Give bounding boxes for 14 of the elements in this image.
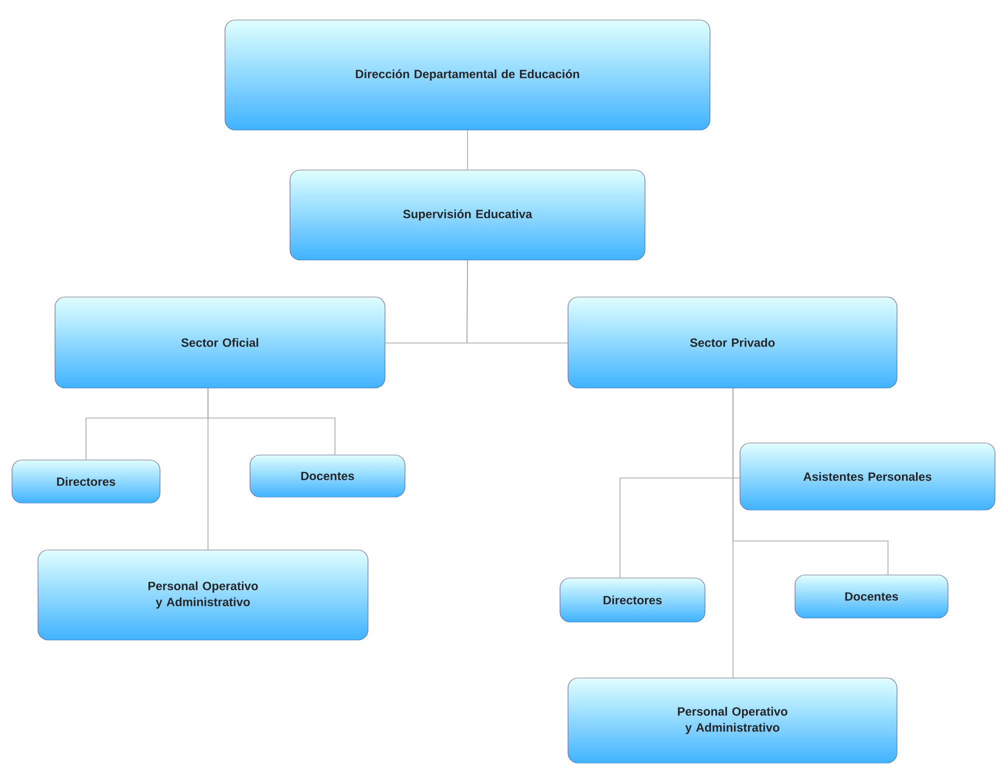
connector-line — [732, 388, 734, 678]
org-box: Directores — [12, 460, 160, 504]
connector-line — [467, 130, 468, 170]
org-box: Dirección Departamental de Educación — [224, 20, 710, 130]
org-box: Sector Oficial — [54, 296, 386, 388]
org-box: Sector Privado — [568, 296, 898, 388]
org-box: Supervisión Educativa — [290, 170, 646, 260]
connector-line — [466, 260, 568, 344]
org-box: Asistentes Personales — [740, 442, 996, 510]
org-box: Directores — [560, 578, 706, 622]
org-box: Personal Operativo y Administrativo — [38, 550, 368, 640]
org-box: Docentes — [250, 454, 406, 498]
org-box: Personal Operativo y Administrativo — [568, 678, 898, 764]
org-box: Docentes — [794, 574, 948, 618]
